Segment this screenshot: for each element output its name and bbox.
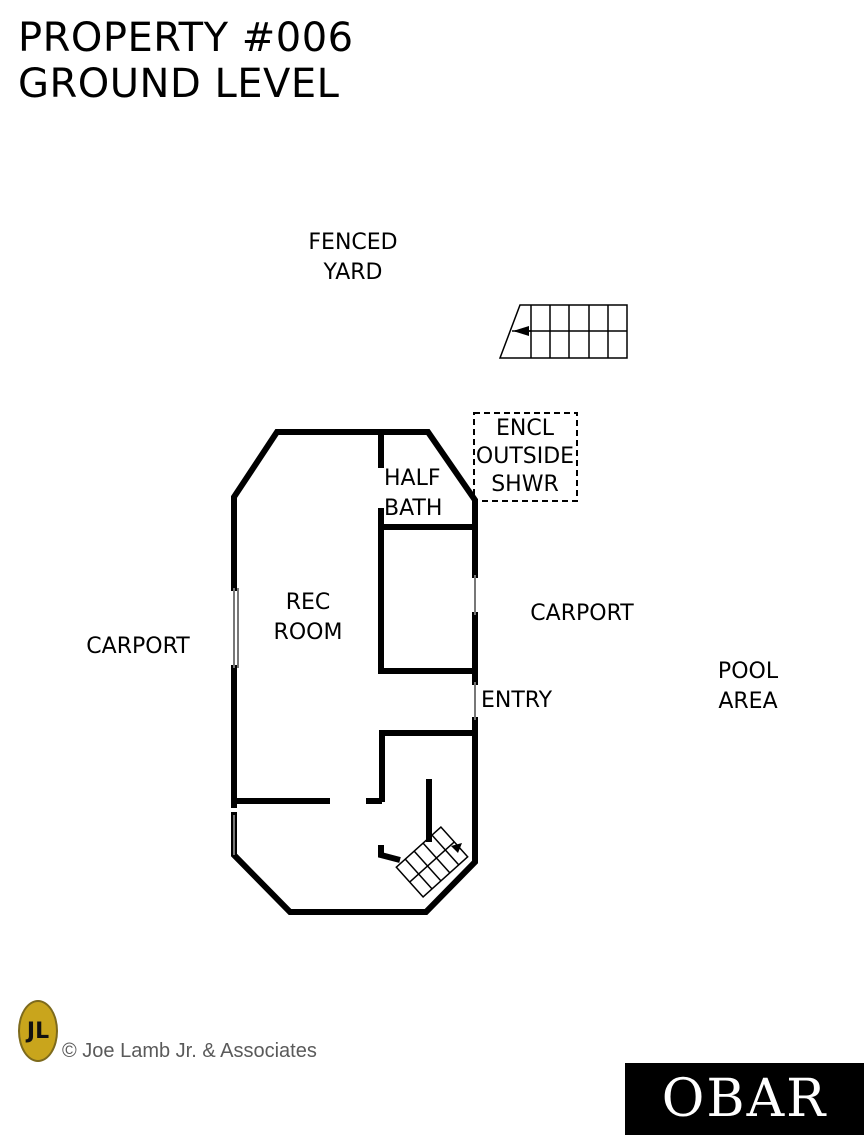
exterior-stairs (498, 304, 628, 359)
label-rec-room: REC ROOM (258, 588, 358, 648)
outside-shower-outline (473, 412, 578, 502)
label-pool-area: POOL AREA (700, 657, 796, 717)
openings (233, 575, 476, 855)
obar-logo: OBAR (625, 1063, 864, 1135)
wall-stair-curve (378, 845, 401, 863)
label-pool-area-line2: AREA (718, 689, 778, 714)
interior-walls (234, 432, 475, 863)
interior-stair-tread (409, 841, 455, 883)
label-outside-shower-line1: ENCL (496, 416, 554, 441)
interior-stairs (395, 826, 469, 898)
label-carport-right: CARPORT (530, 601, 634, 626)
label-entry: ENTRY (481, 688, 553, 713)
label-outside-shower: ENCL OUTSIDE SHWR (470, 415, 580, 499)
joe-lamb-logo: JL (18, 1000, 58, 1062)
wall-top-left (231, 429, 478, 591)
label-carport-left: CARPORT (86, 634, 190, 659)
interior-stair-tread (404, 858, 433, 890)
interior-stair-arrow (451, 843, 462, 853)
interior-stair-tread (422, 842, 451, 874)
title-line-2: GROUND LEVEL (18, 61, 340, 107)
label-half-bath-line2: BATH (384, 496, 443, 521)
label-pool-area-line1: POOL (717, 659, 779, 684)
wall-stair-room (379, 730, 475, 802)
interior-stair-tread (413, 850, 442, 882)
exterior-stair-arrow (513, 326, 529, 336)
label-half-bath-line1: HALF (384, 466, 441, 491)
exterior-stairs-outline (498, 304, 628, 359)
label-rec-room-line1: REC (285, 590, 331, 615)
label-outside-shower-line2: OUTSIDE (475, 444, 575, 469)
label-half-bath: HALF BATH (384, 464, 452, 524)
label-fenced-yard: FENCED YARD (290, 228, 416, 288)
copyright-text: © Joe Lamb Jr. & Associates (62, 1040, 317, 1062)
label-fenced-yard-line2: YARD (323, 260, 383, 285)
label-outside-shower-line3: SHWR (491, 472, 559, 497)
interior-stair-tread (431, 834, 460, 866)
label-fenced-yard-line1: FENCED (308, 230, 398, 255)
wall-closet (378, 508, 475, 674)
label-rec-room-line2: ROOM (273, 620, 343, 645)
title-line-1: PROPERTY #006 (18, 15, 354, 61)
